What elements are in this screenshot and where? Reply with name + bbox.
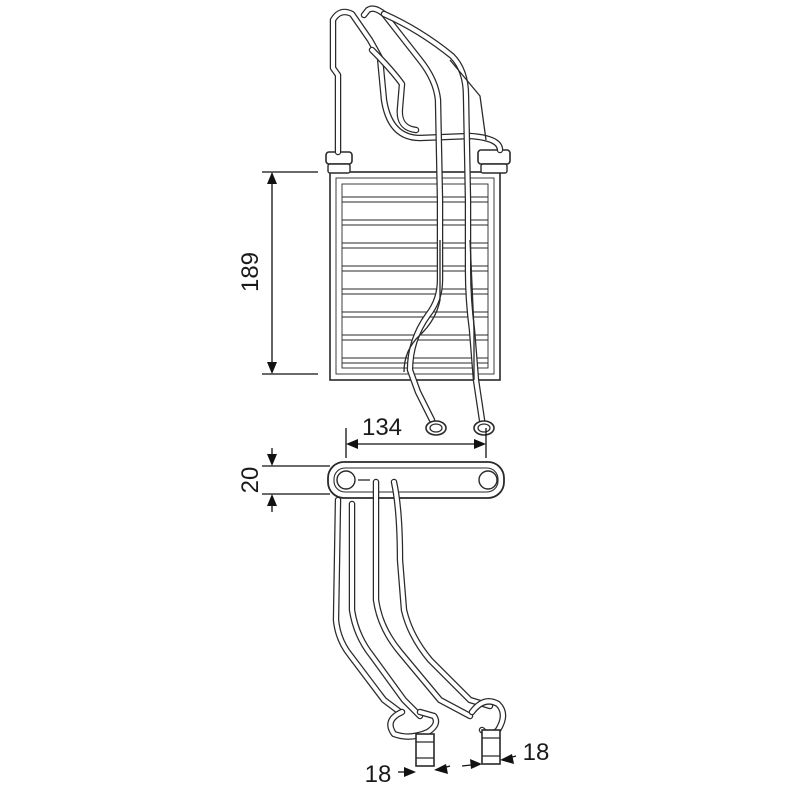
header-tank-right [477,149,511,174]
dimension-thickness: 20 [237,448,330,512]
inlet-outlet-tubes-front [360,5,487,424]
dimension-height-label: 189 [237,252,264,292]
upper-tube-loop [329,8,504,156]
header-tank-left [325,151,353,174]
dimension-pipe-right: 18 [461,739,550,769]
dimension-pipe-left: 18 [365,761,451,785]
dimension-pipe-right-label: 18 [523,739,550,766]
dimension-pipe-left-label: 18 [365,761,392,785]
bottom-view: 20 18 18 [237,448,549,785]
dimension-height: 189 [237,171,318,375]
dimension-width-label: 134 [362,414,402,441]
core-fins [342,196,488,364]
dimension-thickness-label: 20 [237,467,264,494]
front-view: 189 134 [237,5,511,458]
pipe-end-caps-front [425,420,495,436]
dimension-width: 134 [345,414,487,458]
pipe-stubs [415,729,501,767]
tubes-bottom-view [332,478,494,720]
core-section [327,461,505,499]
